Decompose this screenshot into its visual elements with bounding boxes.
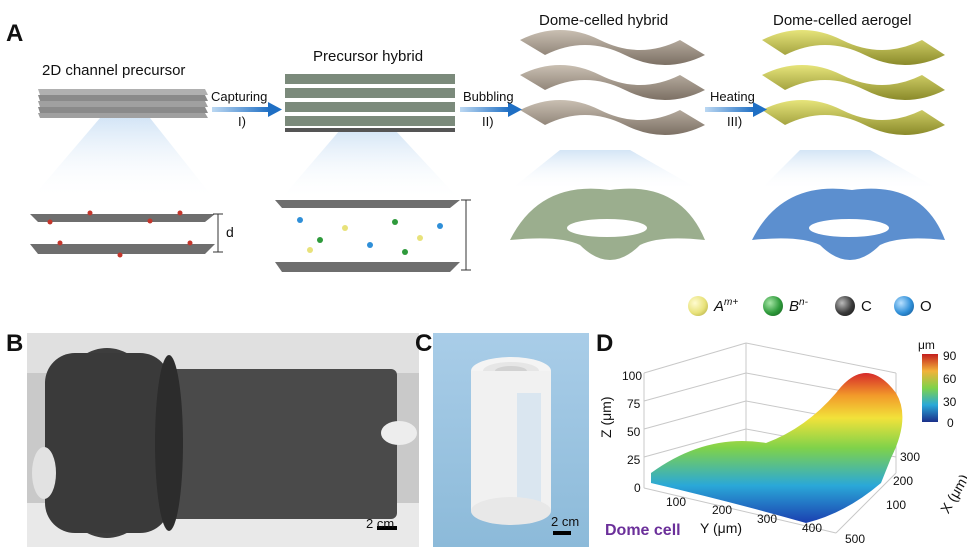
legend-item-o: O: [894, 296, 932, 316]
colorbar-tick-0: 0: [947, 416, 954, 430]
x-tick-300: 300: [900, 450, 921, 464]
dome-cell-caption: Dome cell: [605, 522, 681, 539]
beam-1: [30, 118, 215, 200]
colorbar-tick-30: 30: [943, 395, 957, 409]
dome-hybrid-cell: [510, 188, 705, 260]
z-tick-75: 75: [627, 397, 641, 411]
dome-aerogel-stack: [762, 30, 945, 135]
y-tick-400: 400: [802, 521, 823, 535]
arrow-1: [212, 102, 282, 117]
z-tick-100: 100: [622, 369, 643, 383]
z-tick-0: 0: [634, 481, 641, 495]
arrow-2: [460, 102, 522, 117]
aerogel-roll-photo: [471, 357, 571, 535]
panel-b-photo: [27, 333, 419, 547]
beam-4: [760, 150, 940, 190]
legend-label-c: C: [861, 297, 872, 315]
panel-a-letter: A: [6, 20, 24, 47]
panel-c-photo: [433, 333, 589, 547]
y-tick-100: 100: [666, 495, 687, 509]
legend-item-a: Am+: [688, 296, 738, 316]
panel-b-scalebar: 2 cm: [366, 516, 395, 531]
colorbar: [922, 354, 938, 422]
surface-plot: [643, 342, 938, 534]
legend-item-c: C: [835, 296, 872, 316]
panel-c-letter: C: [415, 330, 433, 357]
title-dome-celled-hybrid: Dome-celled hybrid: [539, 12, 669, 29]
colorbar-tick-60: 60: [943, 372, 957, 386]
legend-item-b: Bn-: [763, 296, 808, 316]
surface-mesh: [651, 373, 903, 523]
z-tick-25: 25: [627, 453, 641, 467]
beam-3: [510, 150, 700, 190]
arrow-3-label: Heating: [710, 89, 755, 104]
title-2d-channel-precursor: 2D channel precursor: [42, 62, 186, 79]
arrow-1-step: I): [238, 114, 246, 129]
rolled-sheet-photo: [27, 333, 419, 547]
panel-a-illustration: [30, 30, 945, 272]
arrow-3: [705, 102, 767, 117]
panel-d-letter: D: [596, 330, 614, 357]
hybrid-stack: [285, 74, 455, 132]
arrow-2-label: Bubbling: [463, 89, 514, 104]
legend-ball-a: [688, 296, 708, 316]
legend-label-a: Am+: [714, 297, 739, 315]
colorbar-tick-90: 90: [943, 349, 957, 363]
x-tick-200: 200: [893, 474, 914, 488]
hybrid-sheets: [275, 199, 471, 272]
y-tick-300: 300: [757, 512, 778, 526]
z-tick-50: 50: [627, 425, 641, 439]
legend-ball-b: [763, 296, 783, 316]
y-axis-label: Y (μm): [700, 520, 743, 536]
precursor-sheets: [30, 210, 223, 258]
arrow-3-step: III): [727, 114, 743, 129]
arrow-2-step: II): [482, 114, 494, 129]
legend-label-o: O: [920, 297, 932, 315]
legend-label-b: Bn-: [789, 297, 808, 315]
beam-2: [280, 130, 460, 200]
y-tick-500: 500: [845, 532, 866, 546]
dome-hybrid-stack: [520, 30, 705, 135]
precursor-stack: [38, 89, 208, 118]
panel-c-scalebar: 2 cm: [551, 514, 580, 529]
panel-b-letter: B: [6, 330, 24, 357]
legend-ball-c: [835, 296, 855, 316]
z-axis-label: Z (μm): [598, 396, 614, 439]
title-dome-celled-aerogel: Dome-celled aerogel: [773, 12, 912, 29]
dome-aerogel-cell: [752, 188, 945, 260]
legend-ball-o: [894, 296, 914, 316]
title-precursor-hybrid: Precursor hybrid: [313, 48, 424, 65]
x-tick-100: 100: [886, 498, 907, 512]
colorbar-unit: μm: [918, 338, 935, 352]
arrow-1-label: Capturing: [211, 89, 268, 104]
y-tick-200: 200: [712, 503, 733, 517]
interlayer-spacing-label: d: [226, 224, 234, 240]
